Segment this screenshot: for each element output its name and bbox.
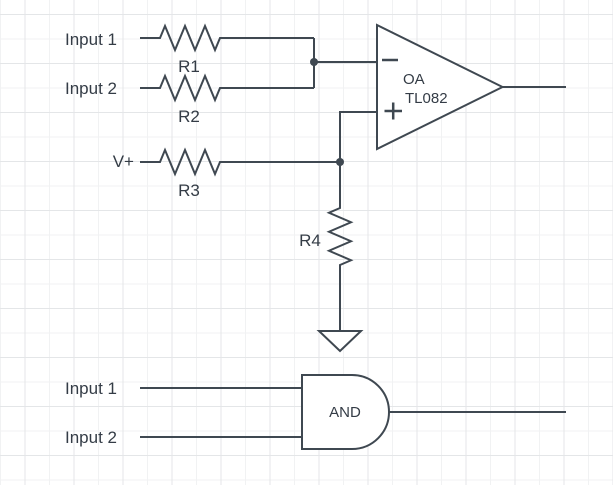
gate-input1-label: Input 1 — [65, 379, 117, 398]
r4-wire-resistor — [326, 162, 354, 331]
input2-wire-resistor-r2 — [140, 73, 314, 103]
r1-label: R1 — [178, 57, 200, 76]
opamp-part-label: TL082 — [405, 90, 448, 107]
opamp-body — [376, 23, 505, 151]
noninverting-input-wire — [339, 111, 377, 162]
and-gate-label: AND — [329, 404, 361, 421]
opamp-label: OA — [403, 71, 425, 88]
supply-wire-resistor-r3 — [140, 147, 340, 177]
r2-label: R2 — [178, 107, 200, 126]
input2-label: Input 2 — [65, 79, 117, 98]
ground-icon — [316, 330, 364, 353]
and-gate-body — [301, 374, 390, 450]
plus-icon — [384, 102, 402, 120]
comparator-circuit: Input 1 Input 2 V+ R1 R2 R3 R4 OA TL082 — [65, 23, 566, 353]
supply-label: V+ — [113, 152, 134, 171]
gate-input2-label: Input 2 — [65, 428, 117, 447]
and-gate-circuit: Input 1 Input 2 AND — [65, 374, 566, 450]
input1-wire-resistor-r1 — [140, 23, 314, 53]
input1-label: Input 1 — [65, 30, 117, 49]
r3-label: R3 — [178, 181, 200, 200]
r4-label: R4 — [299, 231, 321, 250]
junction-dot-inputs — [310, 58, 318, 66]
